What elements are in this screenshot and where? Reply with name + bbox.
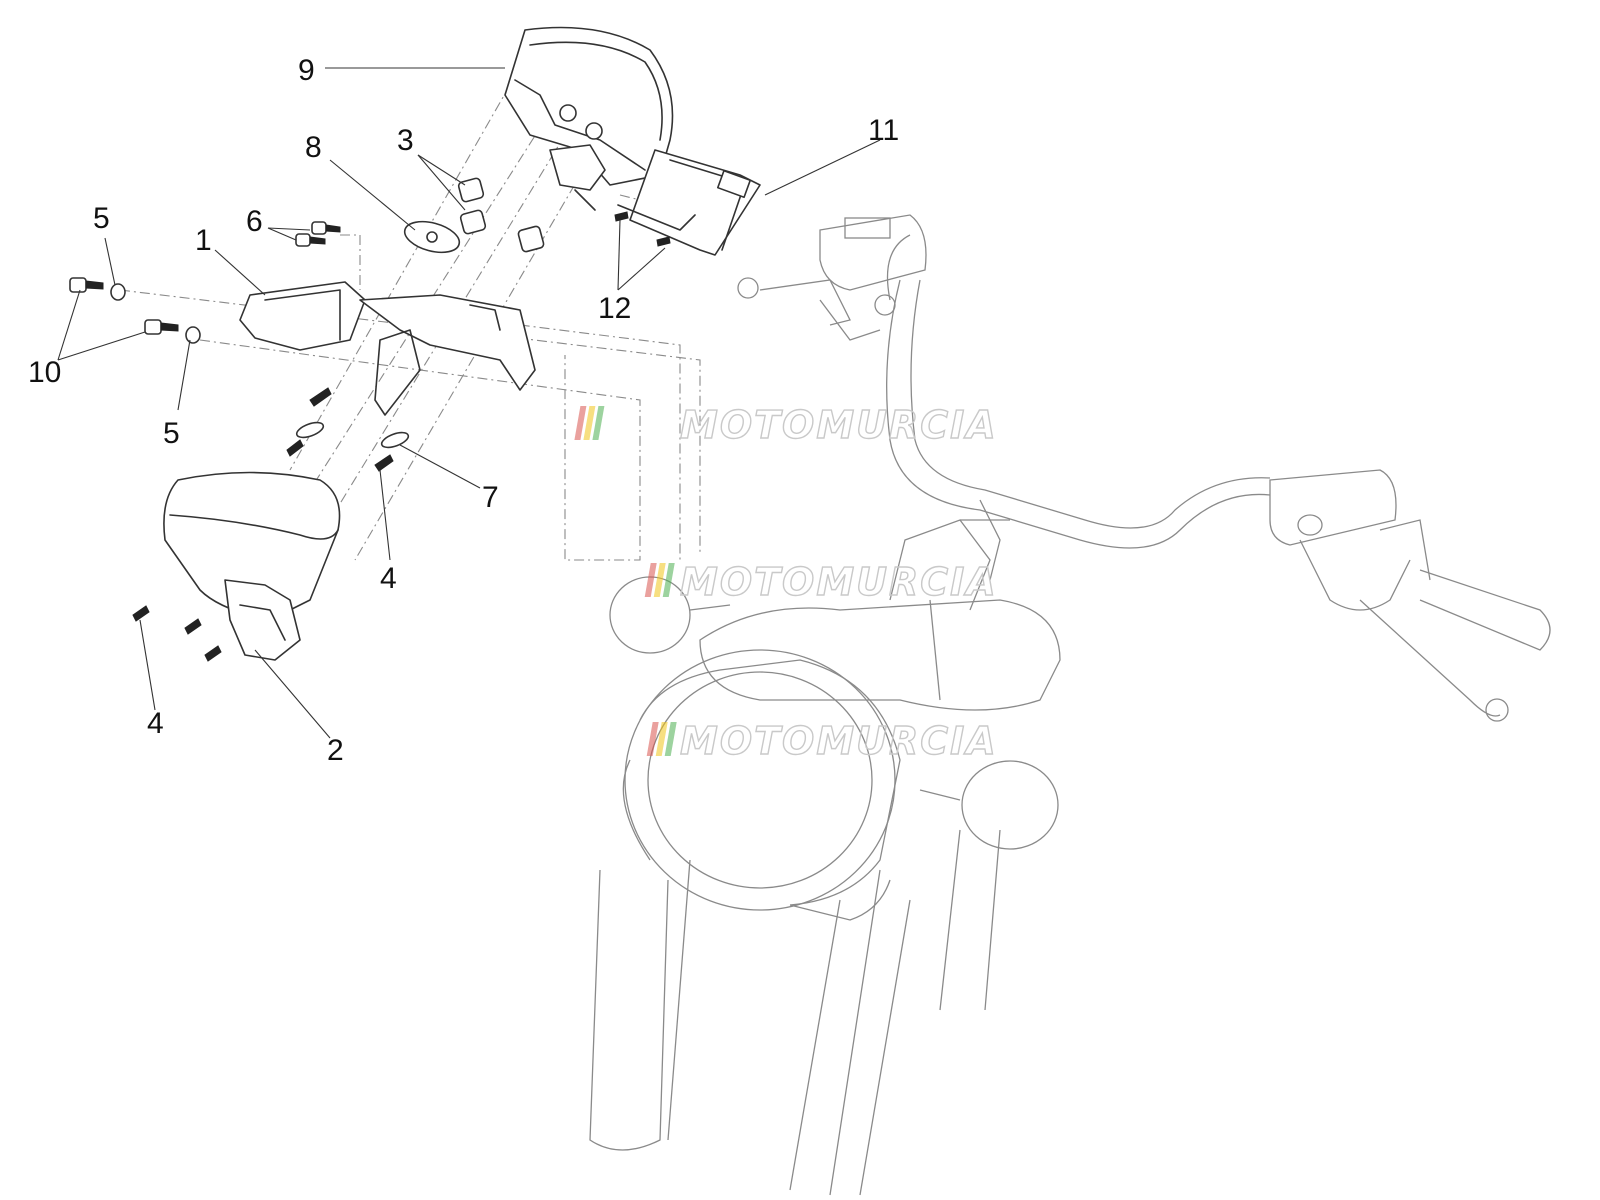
motorcycle-front-assembly (589, 214, 1551, 1196)
connector-bracket-part-11 (617, 149, 761, 256)
callout-2: 2 (327, 734, 344, 767)
callout-7: 7 (482, 481, 499, 514)
watermark-1: MOTOMURCIA (574, 402, 998, 448)
callout-numbers: 9 3 8 11 5 6 1 10 12 5 7 4 4 2 (28, 54, 899, 767)
callout-9: 9 (298, 54, 315, 87)
instrument-cluster-part-9 (504, 26, 674, 211)
turn-signal-drawing (609, 576, 1059, 850)
callout-4: 4 (380, 562, 397, 595)
bolts-part-6 (295, 221, 341, 247)
triple-clamp-drawing (699, 519, 1061, 711)
callout-6: 6 (246, 205, 263, 238)
left-master-cylinder-drawing (737, 214, 927, 341)
callout-4: 4 (147, 707, 164, 740)
handlebar-drawing (886, 234, 1271, 581)
callout-5: 5 (93, 202, 110, 235)
washers-part-5 (110, 283, 201, 344)
callout-3: 3 (397, 124, 414, 157)
watermark-text: MOTOMURCIA (680, 403, 998, 447)
headlight-drawing (622, 649, 901, 921)
watermark-stripes (574, 406, 605, 440)
callout-5: 5 (163, 417, 180, 450)
watermark-2: MOTOMURCIA (644, 559, 998, 605)
bolts-part-10 (69, 277, 179, 335)
callout-leaders (57, 67, 881, 739)
plate-part-8 (403, 220, 461, 254)
callout-11: 11 (868, 114, 899, 147)
mounting-bracket-part-1 (239, 281, 536, 416)
callout-10: 10 (28, 356, 61, 389)
screws-part-4 (132, 211, 671, 662)
right-master-cylinder-drawing (1269, 469, 1551, 722)
instrument-cover-part-2 (163, 471, 341, 661)
watermark-text: MOTOMURCIA (680, 560, 998, 604)
watermark-text: MOTOMURCIA (680, 719, 998, 763)
grommets-part-3 (457, 177, 545, 253)
watermark-stripes (646, 722, 677, 756)
callout-12: 12 (598, 292, 631, 325)
callout-1: 1 (195, 224, 212, 257)
washers-part-7 (295, 421, 410, 449)
callout-8: 8 (305, 131, 322, 164)
watermark-3: MOTOMURCIA (646, 718, 998, 764)
watermark-stripes (644, 563, 675, 597)
front-fork-drawing (589, 829, 1001, 1196)
